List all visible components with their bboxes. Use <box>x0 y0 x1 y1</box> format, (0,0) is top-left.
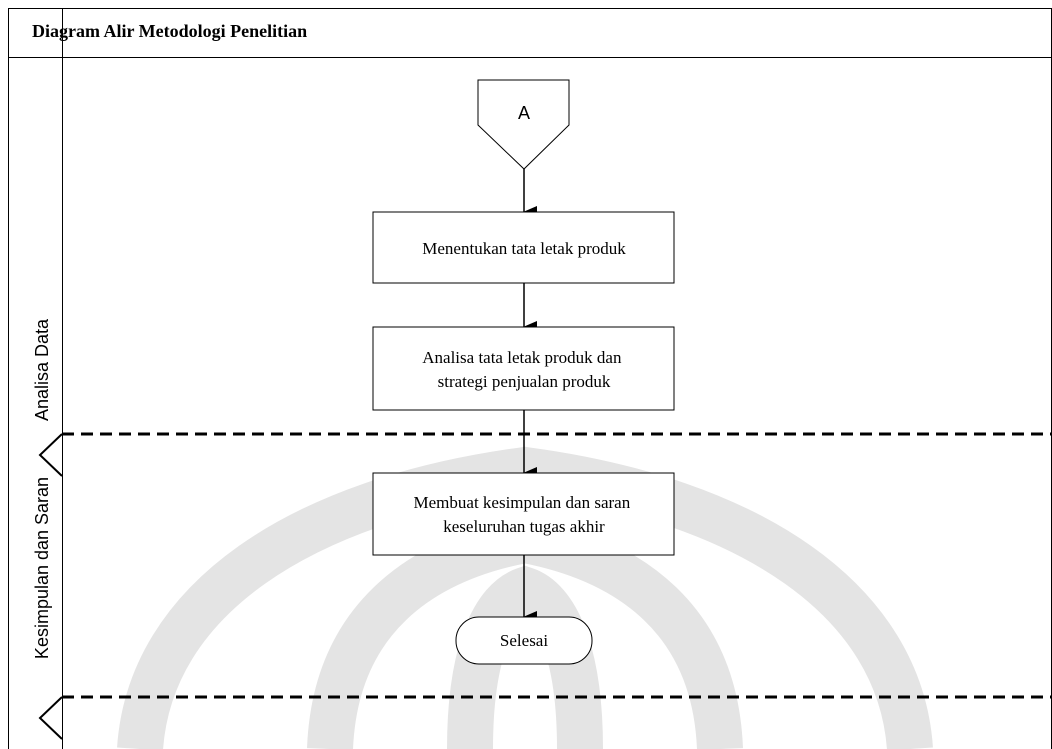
process-label-step2-line1: Analisa tata letak produk dan <box>422 348 622 367</box>
process-label-step2-line2: strategi penjualan produk <box>438 372 611 391</box>
process-label-step3-line1: Membuat kesimpulan dan saran <box>414 493 631 512</box>
terminal-label: Selesai <box>500 631 548 650</box>
lane-chevron-1 <box>38 433 63 477</box>
terminal-selesai <box>455 616 593 665</box>
lane-chevron-2 <box>38 696 63 740</box>
diagram-title: Diagram Alir Metodologi Penelitian <box>32 21 307 41</box>
process-label-step3-line2: keseluruhan tugas akhir <box>443 517 605 536</box>
process-box-step2 <box>372 326 675 411</box>
process-box-step3 <box>372 472 675 556</box>
offpage-connector-label: A <box>518 103 530 123</box>
process-label-step2: Analisa tata letak produk dan strategi p… <box>422 348 625 391</box>
lane-label-analisa-data: Analisa Data <box>32 318 52 421</box>
process-label-step3: Membuat kesimpulan dan saran keseluruhan… <box>414 493 635 536</box>
process-label-step1: Menentukan tata letak produk <box>422 239 626 258</box>
offpage-connector <box>477 79 570 170</box>
lane-label-kesimpulan: Kesimpulan dan Saran <box>32 477 52 659</box>
process-box-step1 <box>372 211 675 284</box>
